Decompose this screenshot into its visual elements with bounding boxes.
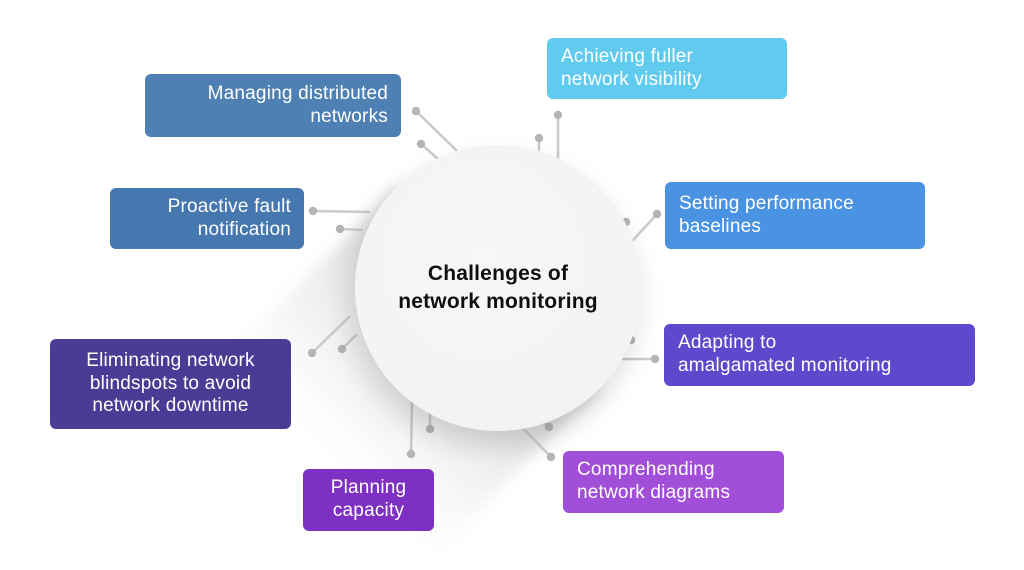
challenge-label: Comprehending network diagrams	[577, 459, 731, 503]
challenge-box-adapting-to-amalgamated-monitoring: Adapting to amalgamated monitoring	[664, 324, 975, 386]
challenge-label: Managing distributed networks	[207, 82, 388, 127]
connector-proactive-fault-notification	[308, 206, 371, 234]
challenge-box-planning-capacity: Planning capacity	[303, 469, 434, 531]
challenge-label: Eliminating network blindspots to avoid …	[86, 349, 255, 417]
challenge-label: Planning capacity	[330, 477, 407, 521]
challenge-box-comprehending-network-diagrams: Comprehending network diagrams	[563, 451, 784, 513]
challenge-box-managing-distributed-networks: Managing distributed networks	[145, 74, 401, 137]
challenge-label: Setting performance baselines	[679, 192, 854, 237]
challenge-box-setting-performance-baselines: Setting performance baselines	[665, 182, 925, 249]
challenge-box-proactive-fault-notification: Proactive fault notification	[110, 188, 304, 249]
central-topic-label: Challenges of network monitoring	[398, 262, 598, 313]
connector-planning-capacity	[406, 399, 435, 459]
central-topic-circle: Challenges of network monitoring	[355, 145, 641, 431]
challenge-box-eliminating-network-blindspots: Eliminating network blindspots to avoid …	[50, 339, 291, 429]
challenge-box-achieving-fuller-network-visibility: Achieving fuller network visibility	[547, 38, 787, 99]
connector-eliminating-network-blindspots	[307, 315, 358, 358]
challenge-label: Achieving fuller network visibility	[561, 45, 702, 90]
challenge-label: Adapting to amalgamated monitoring	[678, 332, 892, 376]
connector-managing-distributed-networks	[411, 106, 458, 161]
challenge-label: Proactive fault notification	[167, 195, 291, 240]
